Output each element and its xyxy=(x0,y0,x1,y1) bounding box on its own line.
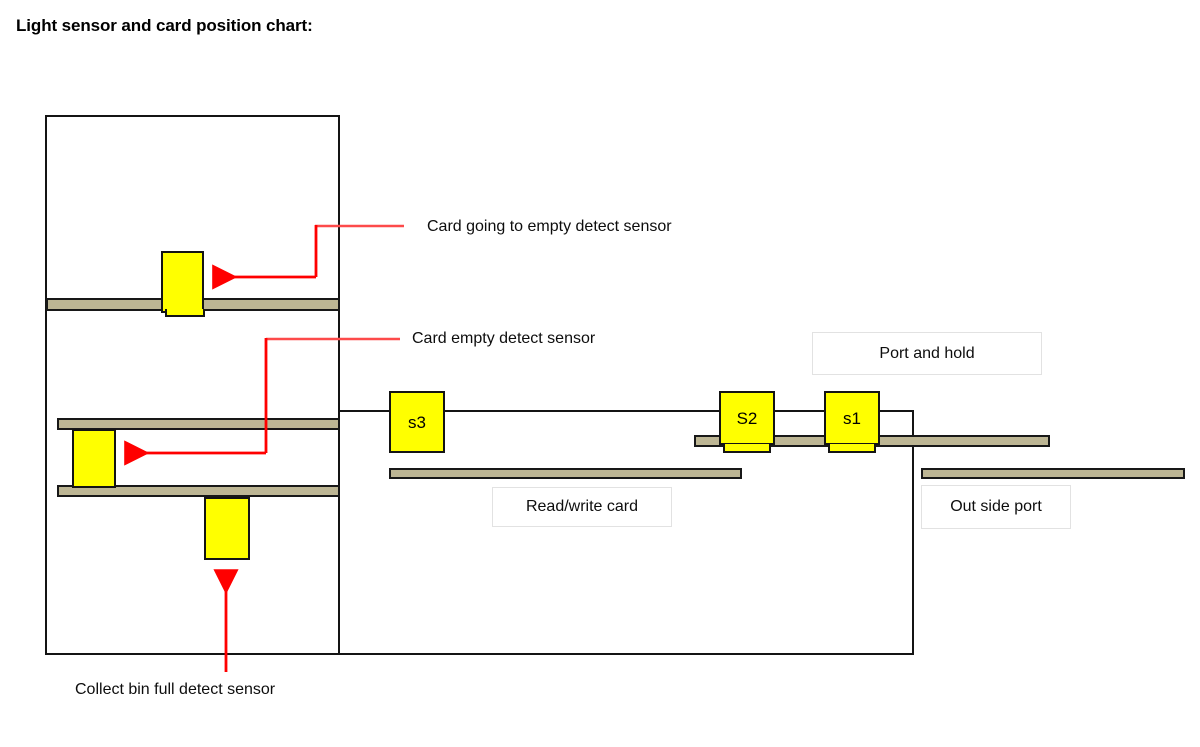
sensor-s3-label: s3 xyxy=(408,412,426,432)
transport-bar-out-side-port xyxy=(921,468,1185,479)
track-line-s3-to-s2 xyxy=(444,410,719,412)
card-mid-track xyxy=(72,429,116,488)
annotation-card-empty-detect-label: Card empty detect sensor xyxy=(412,330,596,347)
card-upper-hopper-foot xyxy=(165,309,205,317)
sensor-s3[interactable]: s3 xyxy=(389,391,445,453)
right-enclosure-top-rule xyxy=(340,410,415,412)
caption-read-write-card-label: Read/write card xyxy=(525,498,639,515)
left-enclosure-outline xyxy=(45,115,340,655)
track-line-s1-to-wall xyxy=(879,410,914,412)
track-line-s2-to-s1 xyxy=(774,410,825,412)
sensor-s2[interactable]: S2 xyxy=(719,391,775,445)
transport-bar-mid-upper xyxy=(57,418,340,430)
annotation-card-going-to-empty-label: Card going to empty detect sensor xyxy=(427,218,672,235)
sensor-s1-label: s1 xyxy=(843,408,861,428)
caption-port-and-hold: Port and hold xyxy=(812,332,1042,375)
transport-bar-mid-lower xyxy=(57,485,340,497)
card-collect-bin xyxy=(204,497,250,560)
caption-out-side-port-label: Out side port xyxy=(950,498,1042,515)
caption-read-write-card: Read/write card xyxy=(492,487,672,527)
right-enclosure-right-rule xyxy=(912,410,914,655)
card-upper-hopper xyxy=(161,251,204,313)
sensor-s1-foot xyxy=(828,444,876,453)
sensor-s2-foot xyxy=(723,444,771,453)
annotation-collect-bin-full-label: Collect bin full detect sensor xyxy=(75,681,276,698)
caption-out-side-port: Out side port xyxy=(921,485,1071,529)
caption-port-and-hold-label: Port and hold xyxy=(879,344,975,362)
page-title: Light sensor and card position chart: xyxy=(16,16,313,35)
right-enclosure-bottom-rule xyxy=(340,653,914,655)
sensor-s1[interactable]: s1 xyxy=(824,391,880,445)
sensor-s2-label: S2 xyxy=(736,408,758,428)
transport-bar-read-write xyxy=(389,468,742,479)
